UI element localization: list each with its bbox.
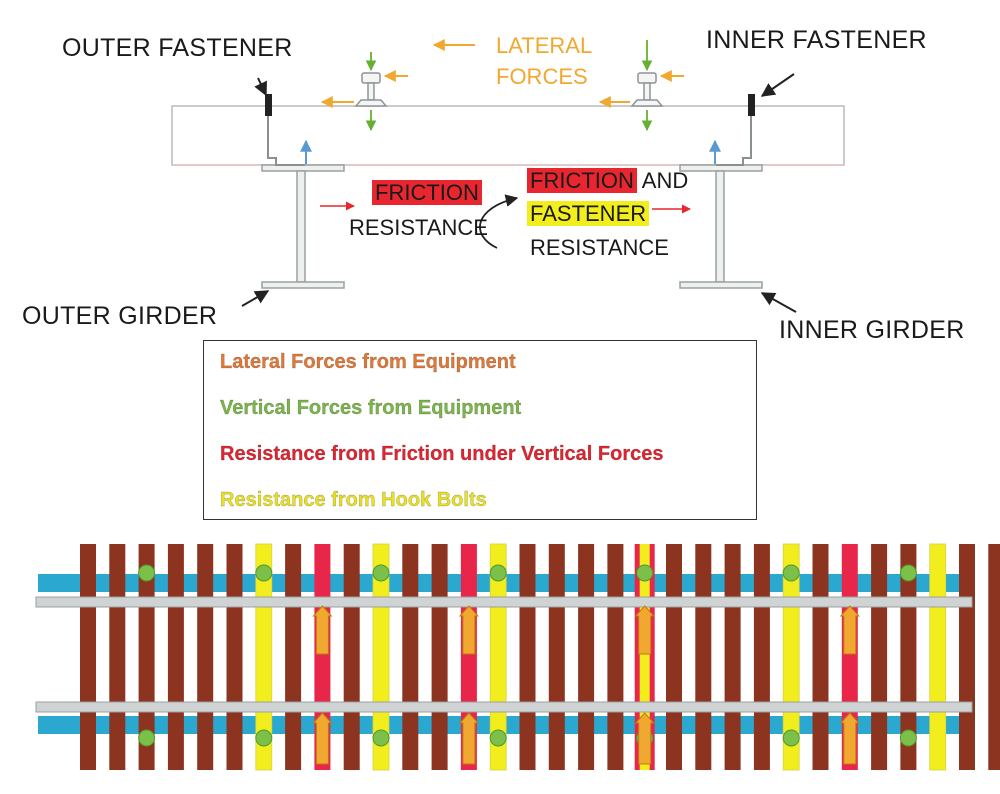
- outer-hook-bolt: [267, 98, 305, 166]
- rail-left: [354, 72, 388, 107]
- tie: [226, 544, 243, 770]
- rail-right: [630, 72, 664, 107]
- tie-hook-bolt: [639, 544, 650, 770]
- tie: [109, 544, 126, 770]
- lateral-force-arrow: [458, 712, 480, 765]
- lateral-force-arrow: [634, 605, 655, 655]
- hook-bolt-marker: [489, 564, 507, 582]
- friction-resistance-highlight: FRICTION: [372, 180, 482, 205]
- tie: [724, 544, 741, 770]
- legend-item-hook-bolts: Resistance from Hook Bolts: [220, 489, 487, 511]
- tie: [988, 544, 1000, 770]
- tie: [167, 544, 184, 770]
- resistance-left-label: RESISTANCE: [349, 215, 488, 240]
- legend-box: Lateral Forces from Equipment Vertical F…: [203, 340, 757, 520]
- lateral-force-arrow: [458, 605, 480, 655]
- lateral-forces-label-line1: LATERAL: [496, 33, 593, 58]
- tie: [871, 544, 888, 770]
- tie: [578, 544, 595, 770]
- tie: [753, 544, 770, 770]
- tie: [80, 544, 96, 770]
- tie: [402, 544, 419, 770]
- fastener-highlight: FASTENER: [527, 201, 650, 226]
- legend-item-lateral: Lateral Forces from Equipment: [220, 351, 516, 373]
- and-label: AND: [641, 168, 689, 193]
- lateral-force-arrow: [312, 605, 333, 655]
- hook-bolt-marker: [138, 564, 156, 582]
- hook-bolt-marker: [255, 564, 273, 582]
- tie: [343, 544, 360, 770]
- inner-fastener-pointer: [760, 73, 795, 97]
- lateral-forces-label-line2: FORCES: [496, 64, 588, 89]
- hook-bolt-marker: [489, 729, 507, 747]
- tie: [197, 544, 214, 770]
- inner-fastener-nut: [748, 94, 755, 116]
- legend-item-friction: Resistance from Friction under Vertical …: [220, 443, 664, 465]
- tie: [519, 544, 536, 770]
- resistance-right-label: RESISTANCE: [530, 235, 669, 260]
- hook-bolt-marker: [782, 729, 800, 747]
- outer-girder-pointer: [241, 290, 270, 307]
- tie: [285, 544, 302, 770]
- legend-item-vertical: Vertical Forces from Equipment: [220, 397, 522, 419]
- outer-fastener-pointer: [254, 77, 267, 97]
- lateral-force-arrow: [839, 712, 860, 765]
- lateral-force-arrow: [839, 605, 860, 655]
- tie-cross-section: [171, 105, 845, 166]
- tie: [959, 544, 975, 770]
- outer-fastener-nut: [265, 94, 272, 116]
- hook-bolt-marker: [899, 729, 917, 747]
- inner-girder-pointer: [760, 292, 797, 313]
- hook-bolt-marker: [138, 729, 156, 747]
- outer-fastener-label: OUTER FASTENER: [62, 34, 293, 62]
- tie: [431, 544, 448, 770]
- tie: [607, 544, 624, 770]
- outer-girder-shape: [261, 164, 345, 289]
- hook-bolt-marker: [372, 564, 390, 582]
- tie: [548, 544, 565, 770]
- hook-bolt-marker: [899, 564, 917, 582]
- rail-inner-plan: [35, 701, 973, 713]
- outer-girder-label: OUTER GIRDER: [22, 302, 218, 330]
- friction-and-highlight: FRICTION: [527, 168, 637, 193]
- tie-hook-bolt: [929, 543, 947, 771]
- hook-bolt-marker: [782, 564, 800, 582]
- hook-bolt-marker: [255, 729, 273, 747]
- tie: [666, 544, 682, 770]
- curved-arrow: [479, 194, 519, 249]
- tie: [695, 544, 712, 770]
- plan-view: [35, 543, 1000, 771]
- lateral-force-arrow: [312, 712, 333, 765]
- inner-girder-shape: [679, 164, 763, 289]
- inner-girder-label: INNER GIRDER: [779, 316, 965, 344]
- hook-bolt-marker: [636, 564, 654, 582]
- rail-outer-plan: [35, 596, 973, 608]
- inner-hook-bolt: [716, 98, 752, 166]
- inner-fastener-label: INNER FASTENER: [706, 26, 927, 54]
- lateral-force-arrow: [634, 712, 655, 765]
- hook-bolt-marker: [372, 729, 390, 747]
- tie: [812, 544, 829, 770]
